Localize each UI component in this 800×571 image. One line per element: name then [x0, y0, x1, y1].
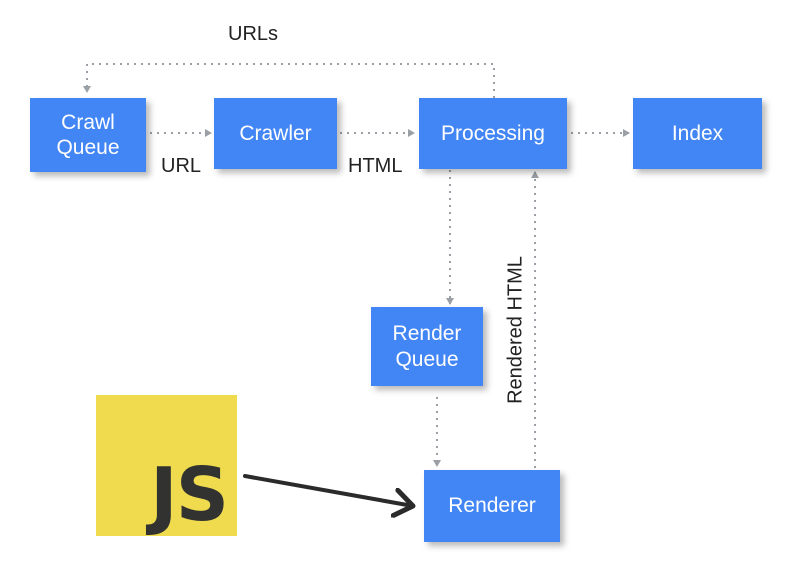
renderer-node: Renderer [424, 470, 560, 542]
urls-label: URLs [228, 23, 279, 45]
rendered-html-label: Rendered HTML [504, 256, 527, 404]
url-label: URL [161, 155, 202, 177]
javascript-logo: JS [96, 395, 237, 536]
arrow-js-to-renderer [243, 474, 413, 506]
render-queue-node: Render Queue [371, 307, 483, 386]
index-node: Index [633, 98, 762, 169]
crawl-queue-node: Crawl Queue [30, 98, 146, 172]
crawler-node: Crawler [214, 98, 337, 169]
javascript-logo-text: JS [150, 452, 229, 538]
html-label: HTML [348, 155, 403, 177]
arrow-processing-to-crawl-queue [83, 63, 495, 98]
processing-node: Processing [419, 98, 567, 169]
